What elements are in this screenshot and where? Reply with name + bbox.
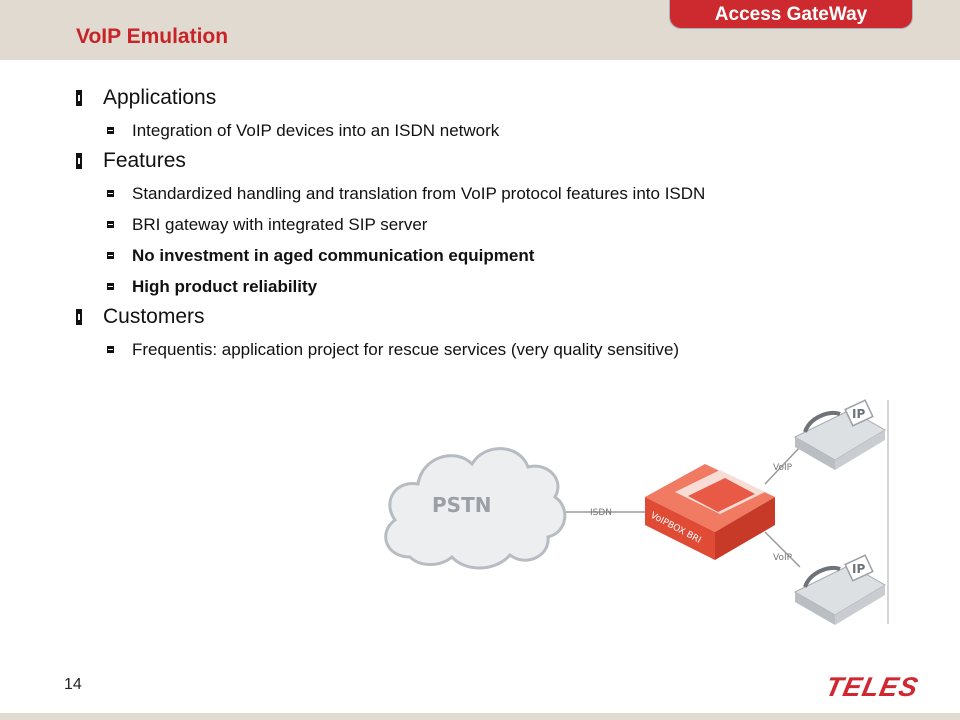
section-heading-customers: Customers bbox=[76, 303, 876, 335]
list-item: Integration of VoIP devices into an ISDN… bbox=[76, 116, 876, 147]
bullet-icon bbox=[76, 309, 82, 325]
bullet-icon bbox=[107, 221, 114, 228]
isdn-label: ISDN bbox=[590, 508, 612, 518]
section-heading-applications: Applications bbox=[76, 84, 876, 116]
section-heading-features: Features bbox=[76, 147, 876, 179]
pstn-cloud-icon: PSTN bbox=[384, 447, 567, 570]
bullet-icon bbox=[76, 153, 82, 169]
bullet-icon bbox=[107, 283, 114, 290]
ip-phone-icon-bottom: IP bbox=[793, 554, 886, 625]
voip-label-top: VoIP bbox=[773, 463, 793, 473]
bullet-icon bbox=[107, 127, 114, 134]
section-tab: Access GateWay bbox=[669, 0, 913, 29]
bullet-list: Applications Integration of VoIP devices… bbox=[76, 84, 876, 366]
list-item: Standardized handling and translation fr… bbox=[76, 179, 876, 210]
page-number: 14 bbox=[64, 676, 82, 693]
bullet-icon bbox=[107, 346, 114, 353]
voip-link-line-top bbox=[764, 446, 801, 485]
list-item: No investment in aged communication equi… bbox=[76, 241, 876, 272]
voip-label-bottom: VoIP bbox=[773, 553, 793, 563]
ip-phone-icon-top: IP bbox=[793, 399, 886, 470]
phone-badge-top: IP bbox=[852, 407, 865, 421]
bullet-icon bbox=[76, 90, 82, 106]
voipbox-device-icon: VoIPBOX BRI bbox=[645, 464, 775, 560]
bullet-icon bbox=[107, 252, 114, 259]
network-diagram: PSTN ISDN VoIPBOX BRI VoIP VoIP IP IP bbox=[384, 399, 889, 625]
bullet-icon bbox=[107, 190, 114, 197]
list-item: Frequentis: application project for resc… bbox=[76, 335, 876, 366]
phone-badge-bottom: IP bbox=[852, 562, 865, 576]
list-item: BRI gateway with integrated SIP server bbox=[76, 210, 876, 241]
footer-bar bbox=[0, 713, 960, 720]
cloud-label: PSTN bbox=[432, 493, 491, 517]
page-title: VoIP Emulation bbox=[76, 25, 229, 48]
list-item: High product reliability bbox=[76, 272, 876, 303]
teles-logo: TELES bbox=[822, 672, 922, 702]
voip-link-line-bottom bbox=[764, 531, 801, 568]
